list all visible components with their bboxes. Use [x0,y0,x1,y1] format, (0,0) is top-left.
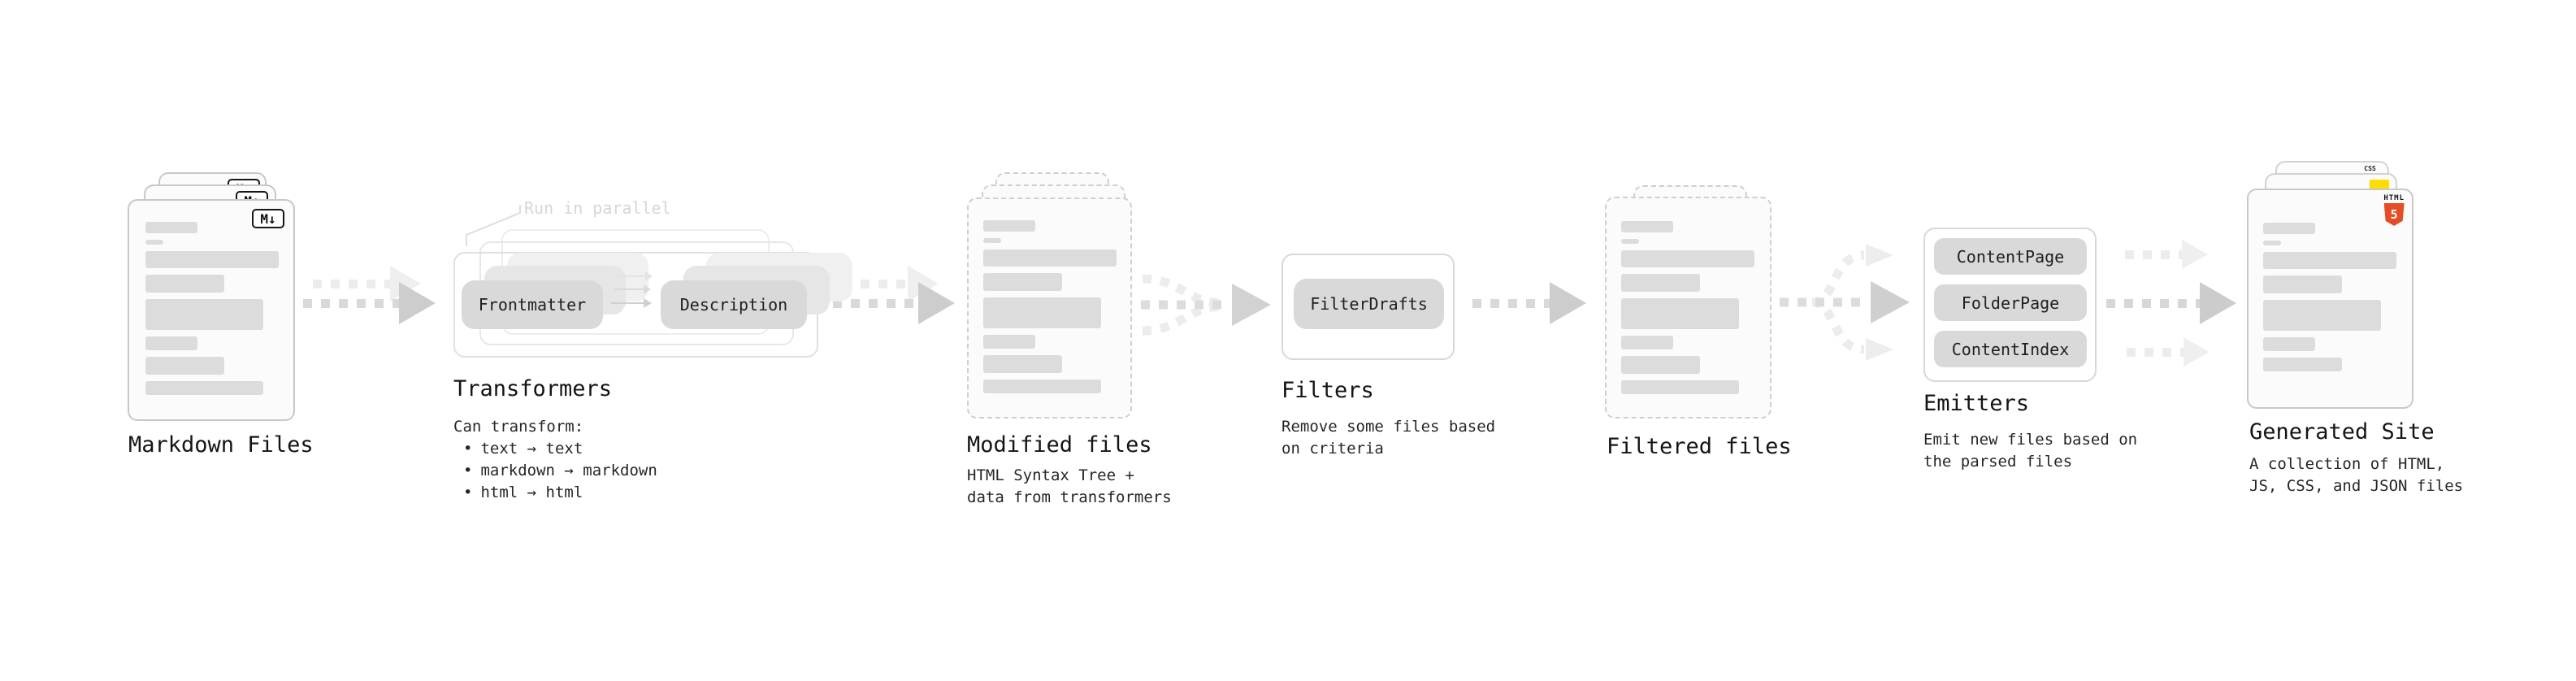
arrow-filtered-to-emitters [1780,244,1910,361]
skeleton-bar [145,275,224,293]
skeleton-bar [145,251,279,268]
skeleton-bar [983,297,1101,328]
transformers-title: Transformers [453,376,613,401]
pill-arrow-icon [611,298,652,308]
bullet-text: html → html [480,484,583,501]
skeleton-bar [2263,241,2281,245]
run-in-parallel-callout: Run in parallel [524,198,671,218]
subtitle-line: A collection of HTML, [2249,455,2445,473]
skeleton-bar [1621,336,1673,349]
skeleton-bar [1621,298,1739,329]
skeleton-content [1607,198,1770,394]
subtitle-line: on criteria [1281,440,1384,458]
skeleton-bar [145,240,163,245]
skeleton-bar [2263,358,2342,371]
html5-icon: HTML 5 [2383,194,2405,226]
arrow-filters-to-filtered [1472,282,1586,324]
file-card: M↓ [128,199,295,421]
subtitle-line: HTML Syntax Tree + [967,466,1134,484]
note-heading: Can transform: [453,418,584,436]
callout-leader-line [466,205,521,246]
skeleton-bar [1621,380,1739,394]
skeleton-bar [145,357,224,375]
skeleton-bar [983,249,1117,267]
transformer-pill-frontmatter: Frontmatter [462,280,603,329]
filters-title: Filters [1281,378,1374,403]
markdown-files-title: Markdown Files [128,432,314,458]
skeleton-bar [2263,275,2342,293]
skeleton-bar [983,335,1035,349]
bullet-row: • html → html [453,482,657,504]
skeleton-bar [1621,250,1754,267]
filters-box [1281,254,1455,360]
skeleton-bar [1621,239,1639,244]
skeleton-bar [983,273,1062,291]
skeleton-bar [145,222,197,233]
bullet-icon: • [463,440,473,458]
skeleton-bar [1621,274,1700,292]
arrow-modified-to-filters [1141,274,1271,336]
arrow-light-icon [2125,240,2208,269]
skeleton-bar [983,220,1035,232]
skeleton-bar [1621,221,1673,232]
file-card: HTML 5 [2247,189,2413,409]
bullet-text: markdown → markdown [480,462,657,479]
arrow-dark-icon [303,282,436,324]
filters-subtitle: Remove some files based on criteria [1281,416,1495,460]
bullet-icon: • [463,484,473,501]
skeleton-bar [1621,356,1700,374]
emitter-pill-contentpage: ContentPage [1934,238,2087,275]
subtitle-line: JS, CSS, and JSON files [2249,477,2464,495]
arrow-dark-icon [833,282,955,324]
skeleton-bar [145,336,197,350]
arrow-light-icon [2127,337,2210,367]
generated-site-subtitle: A collection of HTML, JS, CSS, and JSON … [2249,453,2463,497]
skeleton-bar [983,238,1001,243]
modified-files-subtitle: HTML Syntax Tree + data from transformer… [967,465,1172,509]
subtitle-line: Emit new files based on [1923,431,2138,449]
pill-arrow-icon [618,271,653,281]
bullet-text: text → text [480,440,583,458]
bullet-icon: • [463,462,473,479]
emitter-pill-folderpage: FolderPage [1934,284,2087,321]
html5-shield: 5 [2383,203,2405,226]
skeleton-content [969,199,1130,393]
emitters-title: Emitters [1923,391,2030,416]
arrow-dark-icon [2106,282,2236,324]
skeleton-bar [2263,300,2381,331]
subtitle-line: the parsed files [1923,453,2073,471]
emitter-pill-contentindex: ContentIndex [1934,331,2087,367]
modified-files-title: Modified files [967,432,1152,458]
skeleton-bar [983,355,1062,373]
file-card [967,197,1132,419]
skeleton-bar [145,299,263,330]
emitters-subtitle: Emit new files based on the parsed files [1923,429,2137,473]
subtitle-line: data from transformers [967,488,1172,506]
markdown-icon: M↓ [252,209,284,228]
skeleton-bar [145,381,263,395]
skeleton-content [129,201,293,395]
skeleton-bar [983,380,1101,393]
html5-label: HTML [2383,194,2405,202]
subtitle-line: Remove some files based [1281,418,1496,436]
file-card [1605,197,1772,419]
skeleton-bar [2263,223,2315,234]
pill-arrow-icon [614,284,651,294]
bullet-row: • text → text [453,438,657,460]
transformer-pill-description: Description [661,280,807,329]
generated-site-title: Generated Site [2249,419,2435,445]
emitters-box [1923,228,2097,382]
skeleton-bar [2263,252,2396,269]
skeleton-bar [2263,337,2315,351]
filter-pill-filterdrafts: FilterDrafts [1294,279,1444,329]
filtered-files-title: Filtered files [1607,434,1792,459]
bullet-row: • markdown → markdown [453,460,657,482]
transformers-note: Can transform: • text → text • markdown … [453,416,657,504]
skeleton-content [2249,190,2412,371]
